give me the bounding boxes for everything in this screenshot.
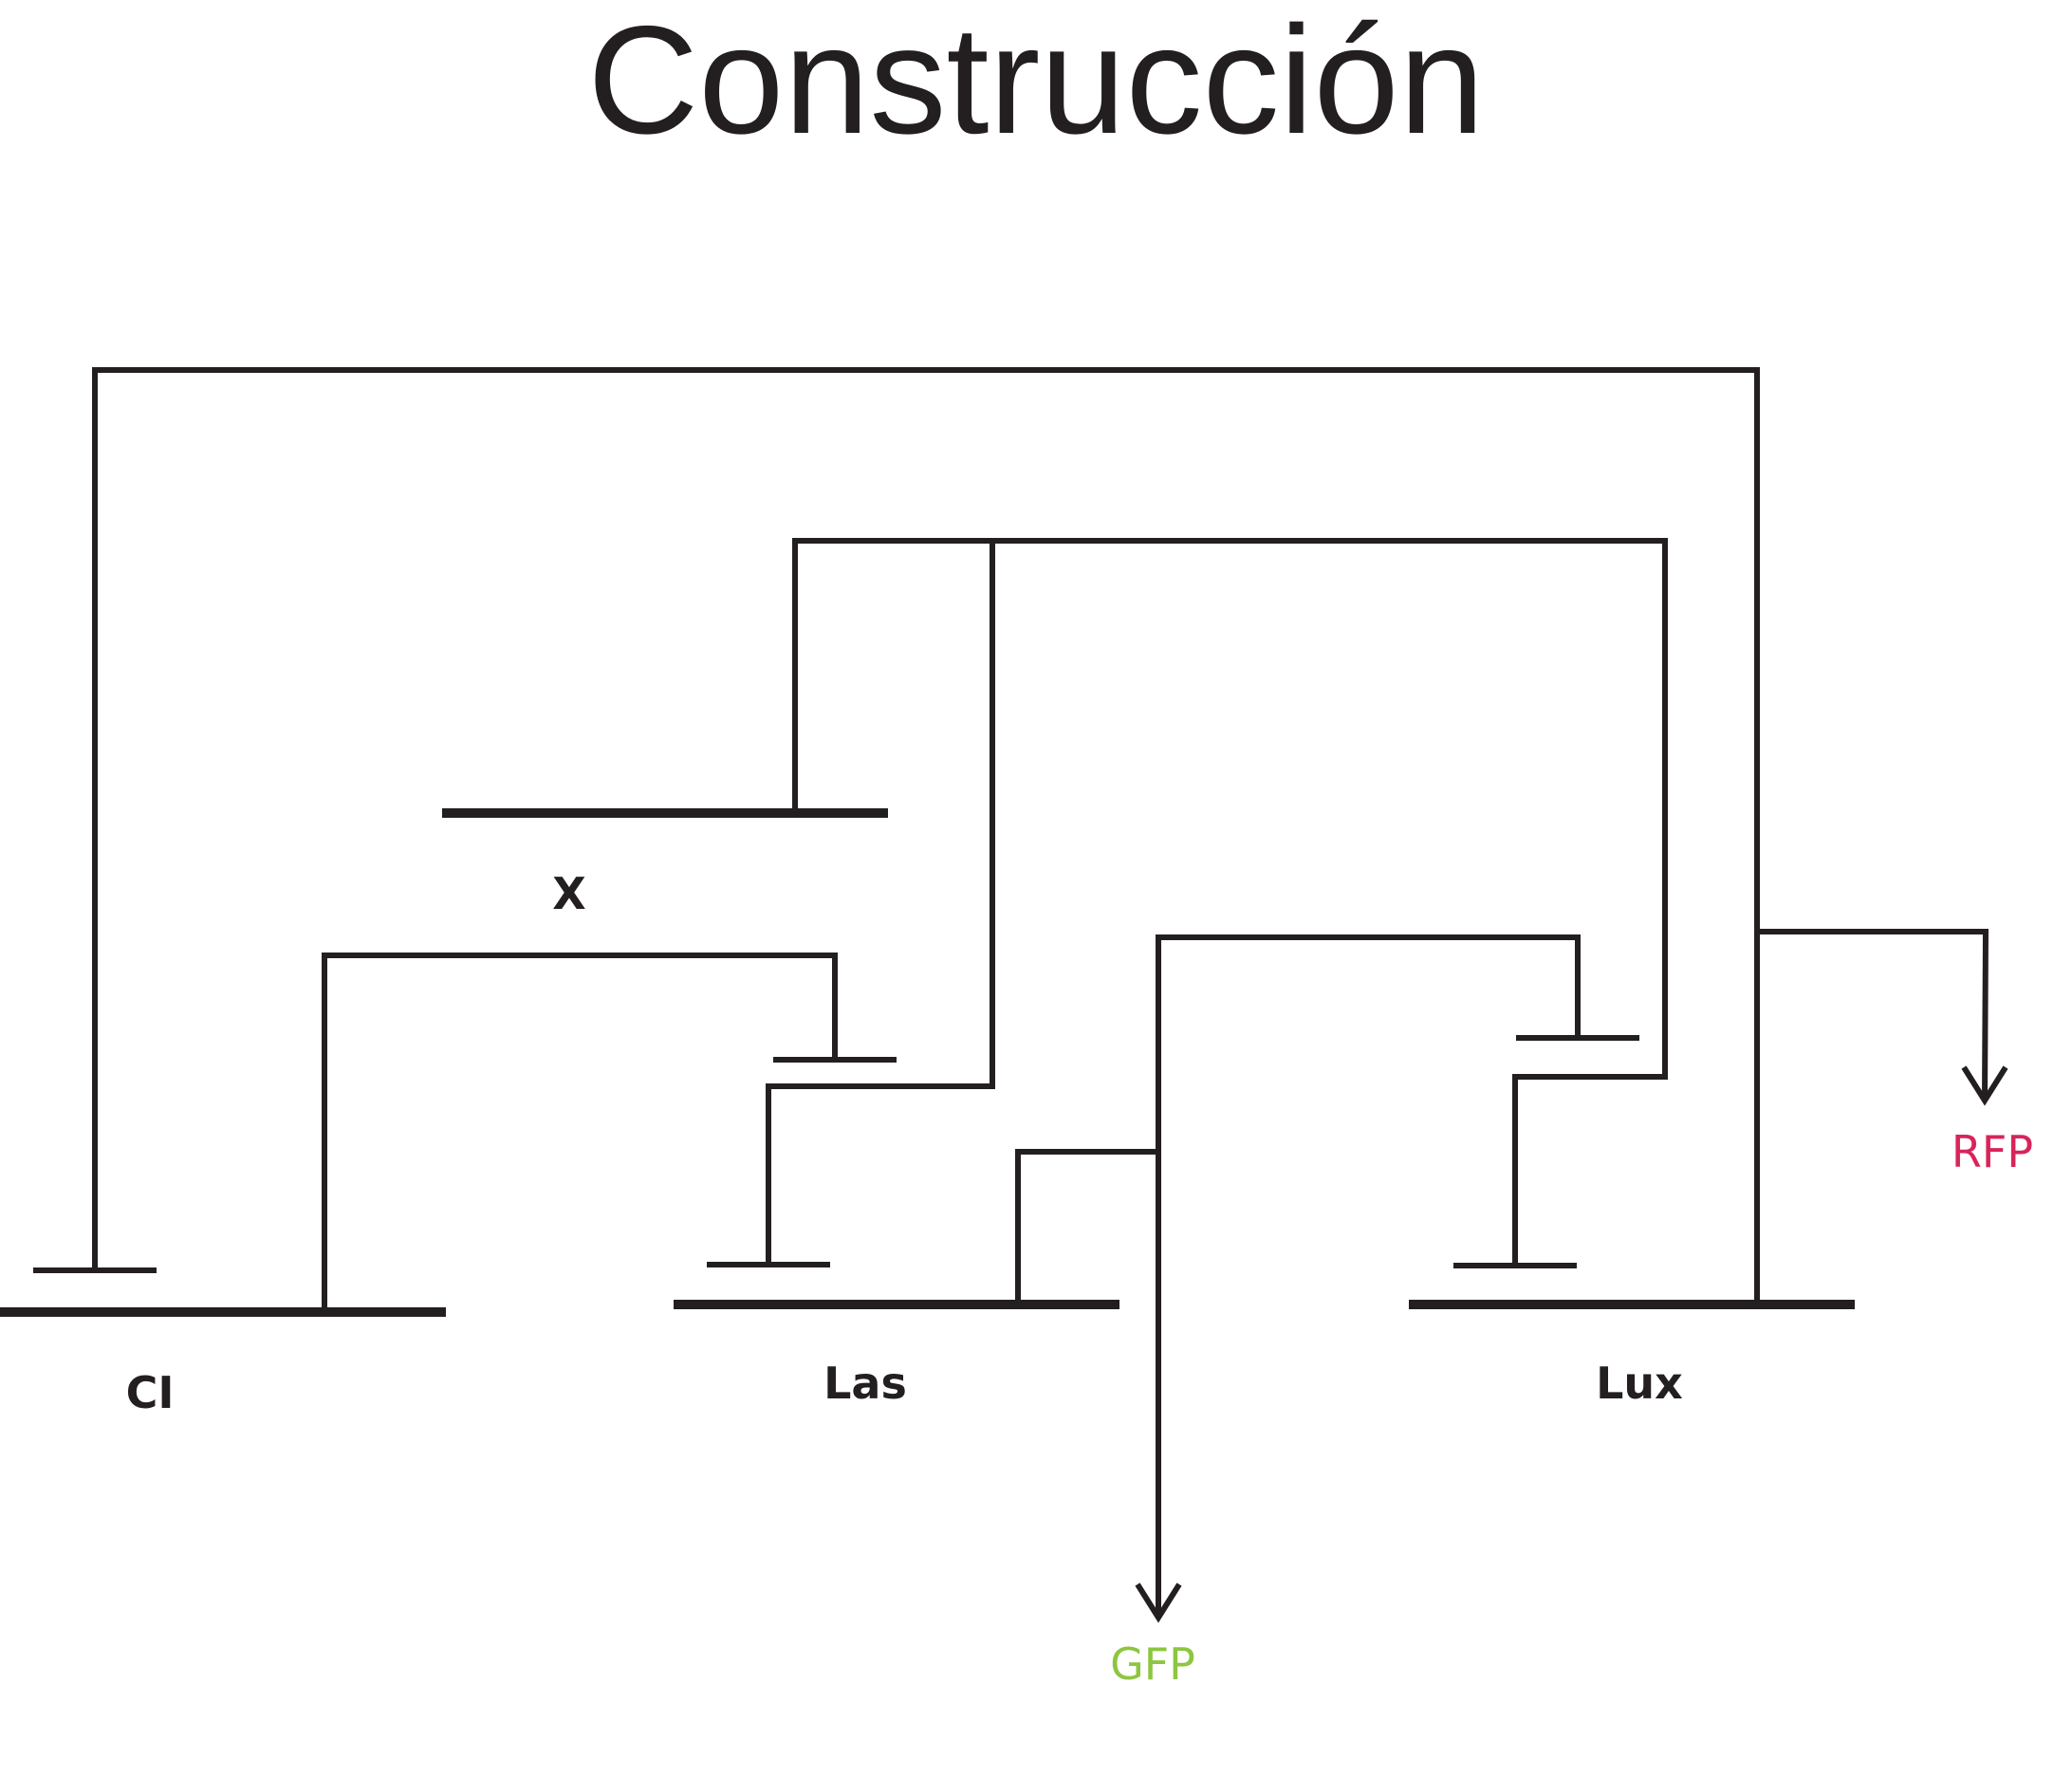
wire-lux-to-ci [92,367,1760,1304]
wire-x-to-lux [792,538,1668,1266]
wire-x-to-las [766,541,995,1265]
wire-ci-to-x [322,953,838,1312]
gene-label-x: X [552,868,585,919]
reporter-label-gfp: GFP [1110,1638,1195,1690]
gene-label-lux: Lux [1596,1358,1683,1409]
reporter-label-rfp: RFP [1952,1126,2033,1177]
gene-label-ci: CI [126,1367,175,1418]
wire-las-to-lux [1015,934,1581,1304]
gene-label-las: Las [823,1358,907,1409]
rfp-arrowhead-icon [1961,1065,2008,1106]
wire-lux-to-rfp [1757,929,1989,1101]
diagram-title: Construcción [587,0,1484,166]
gfp-arrowhead-icon [1135,1582,1182,1623]
